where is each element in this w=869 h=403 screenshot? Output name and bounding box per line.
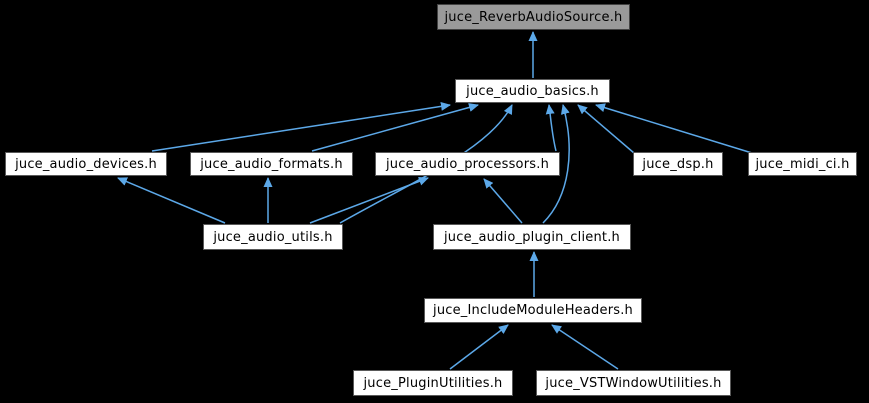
graph-node-label: juce_midi_ci.h [755,156,850,172]
graph-node-reverb: juce_ReverbAudioSource.h [437,4,630,30]
graph-node-label: juce_IncludeModuleHeaders.h [433,303,633,318]
graph-node-utils[interactable]: juce_audio_utils.h [203,224,343,250]
edge-processors-to-basics [545,104,557,152]
edge-plugin_client-to-processors [483,178,523,224]
graph-node-label: juce_audio_utils.h [213,229,333,245]
graph-node-plugin_client[interactable]: juce_audio_plugin_client.h [433,224,631,250]
graph-node-label: juce_audio_devices.h [15,156,157,172]
graph-node-label: juce_PluginUtilities.h [363,375,503,391]
edge-devices-to-basics [151,101,451,152]
graph-node-label: juce_dsp.h [642,156,714,172]
graph-node-midi_ci[interactable]: juce_midi_ci.h [748,152,857,176]
edge-vst_window-to-imh [551,324,619,370]
edge-plugin_utilities-to-imh [449,324,509,370]
graph-node-dsp[interactable]: juce_dsp.h [633,152,723,176]
graph-node-formats[interactable]: juce_audio_formats.h [190,152,353,176]
graph-node-imh[interactable]: juce_IncludeModuleHeaders.h [424,298,642,323]
edge-utils-to-devices [117,177,226,224]
graph-node-vst_window[interactable]: juce_VSTWindowUtilities.h [536,370,731,396]
graph-node-label: juce_audio_basics.h [466,83,599,99]
graph-node-label: juce_ReverbAudioSource.h [444,9,623,25]
edge-formats-to-basics [311,103,479,152]
graph-node-label: juce_audio_processors.h [385,156,550,172]
graph-node-label: juce_audio_plugin_client.h [443,229,620,245]
edge-plugin_client-to-basics [542,104,570,224]
graph-node-label: juce_audio_formats.h [200,156,343,172]
edge-dsp-to-basics [577,104,635,154]
graph-node-devices[interactable]: juce_audio_devices.h [5,152,167,176]
graph-node-plugin_utilities[interactable]: juce_PluginUtilities.h [353,370,513,396]
graph-node-processors[interactable]: juce_audio_processors.h [375,152,560,176]
graph-node-label: juce_VSTWindowUtilities.h [545,375,722,391]
edge-utils-to-processors [309,177,429,224]
edge-midi_ci-to-basics [595,103,753,154]
graph-node-basics[interactable]: juce_audio_basics.h [455,79,610,103]
